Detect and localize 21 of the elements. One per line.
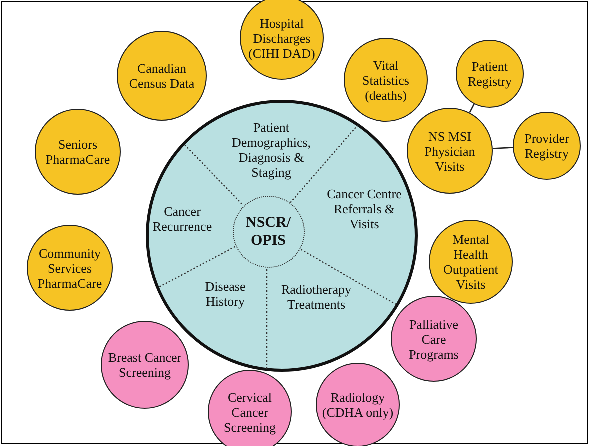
data-source-circle: Mental Health Outpatient Visits (429, 220, 513, 304)
sector-label: Cancer Recurrence (142, 204, 222, 234)
data-source-circle: Canadian Census Data (117, 31, 207, 121)
hub-circle: NSCR/ OPIS (232, 196, 304, 268)
data-source-circle: Radiology (CDHA only) (316, 363, 400, 446)
data-source-circle: Vital Statistics (deaths) (344, 38, 428, 122)
connector-line (492, 147, 514, 150)
sector-label: Cancer Centre Referrals & Visits (324, 186, 404, 231)
data-source-circle: Palliative Care Programs (391, 296, 477, 382)
data-source-circle: Patient Registry (456, 40, 524, 108)
data-source-circle: Hospital Discharges (CIHI DAD) (240, 0, 324, 80)
sector-label: Disease History (190, 278, 260, 308)
connector-line (469, 104, 475, 114)
data-source-circle: Community Services PharmaCare (27, 225, 113, 311)
data-source-circle: Breast Cancer Screening (101, 321, 189, 409)
data-source-circle: Seniors PharmaCare (35, 109, 121, 195)
data-source-circle: NS MSI Physician Visits (407, 108, 493, 194)
data-source-circle: Cervical Cancer Screening (208, 370, 292, 446)
sector-label: Radiotherapy Treatments (272, 282, 362, 312)
sector-label: Patient Demographics, Diagnosis & Staging (226, 120, 318, 180)
data-source-circle: Provider Registry (513, 112, 581, 180)
